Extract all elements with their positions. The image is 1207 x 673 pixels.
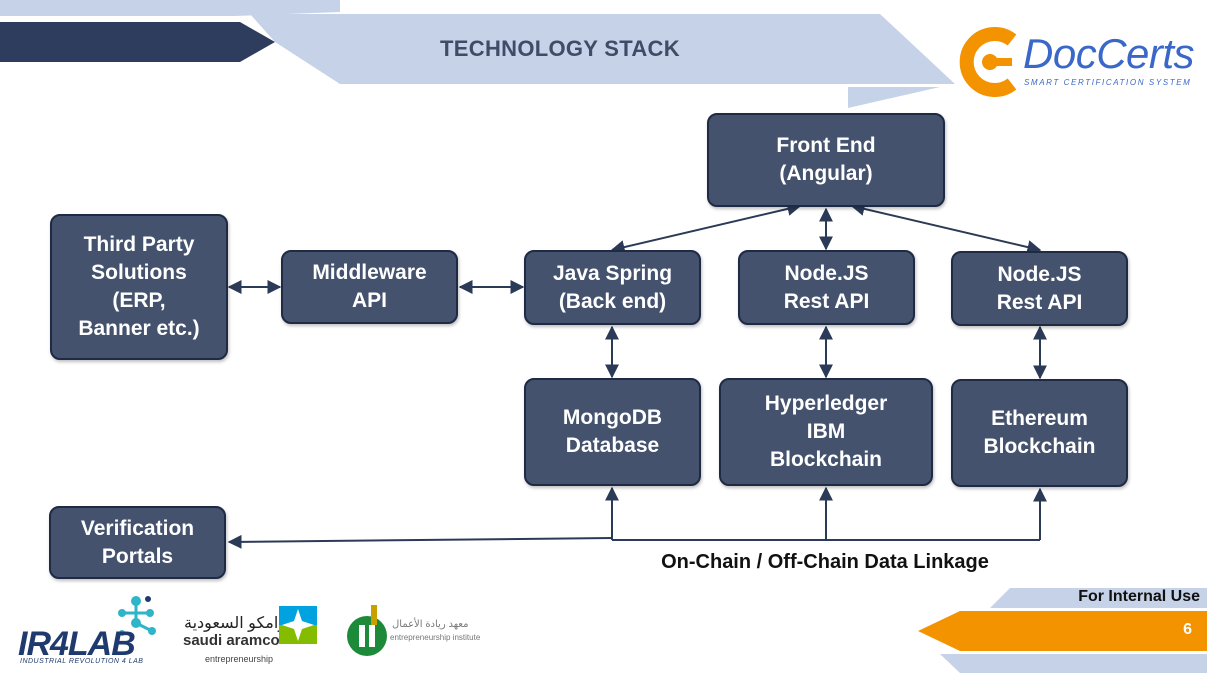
ei-logo-icon: [347, 605, 387, 656]
node-nodejs-2-label: Node.JS Rest API: [996, 262, 1083, 314]
footer-light-strip-bottom: [940, 654, 1207, 673]
linkage-caption: On-Chain / Off-Chain Data Linkage: [661, 551, 989, 573]
header-banner: [0, 0, 955, 108]
node-middleware-label: Middleware API: [312, 261, 427, 312]
edge-frontend-node2: [850, 202, 1042, 254]
footer-orange-arrow: [918, 611, 1207, 651]
node-verification-label: Verification Portals: [80, 516, 195, 568]
ir4lab-logo-text: IR4LAB: [18, 625, 136, 663]
aramco-subtitle: entrepreneurship: [205, 654, 274, 664]
page-title: TECHNOLOGY STACK: [440, 36, 680, 61]
ir4lab-molecule-icon: [118, 596, 156, 636]
footer-light-strip-top: [990, 588, 1207, 608]
ir4lab-tagline: INDUSTRIAL REVOLUTION 4 LAB: [20, 658, 144, 665]
banner-dark-ribbon: [0, 22, 275, 62]
node-java-spring-label: Java Spring (Back end): [552, 261, 673, 313]
aramco-arabic-text: أرامكو السعودية: [184, 615, 291, 632]
node-java-spring: Java Spring (Back end): [524, 250, 701, 325]
internal-use-note: For Internal Use: [1078, 588, 1200, 605]
node-mongodb-database: MongoDB Database: [524, 378, 701, 486]
page-number: 6: [1183, 621, 1192, 638]
banner-light-arrow: [250, 14, 955, 84]
ei-english-text: entrepreneurship institute: [390, 633, 481, 642]
aramco-star-icon: [279, 606, 317, 644]
node-verification-portals: Verification Portals: [49, 506, 226, 579]
node-hyperledger-label: Hyperledger IBM Blockchain: [764, 392, 888, 471]
doccerts-tagline: SMART CERTIFICATION SYSTEM: [1024, 78, 1192, 87]
node-front-end: Front End (Angular): [707, 113, 945, 207]
node-front-end-label: Front End (Angular): [776, 134, 876, 185]
banner-top-light-strip: [0, 0, 340, 16]
aramco-english-text: saudi aramco: [183, 632, 280, 649]
ei-arabic-text: معهد ريادة الأعمال: [392, 619, 469, 630]
node-ethereum-label: Ethereum Blockchain: [983, 407, 1096, 458]
node-third-party-solutions: Third Party Solutions (ERP, Banner etc.): [50, 214, 228, 360]
doccerts-c-logo-icon: [959, 27, 1017, 97]
banner-light-wedge: [848, 87, 940, 108]
node-third-party-label: Third Party Solutions (ERP, Banner etc.): [78, 233, 200, 340]
node-middleware-api: Middleware API: [281, 250, 458, 324]
node-ethereum-blockchain: Ethereum Blockchain: [951, 379, 1128, 487]
node-mongodb-label: MongoDB Database: [562, 406, 663, 457]
edge-frontend-java: [610, 202, 802, 254]
node-nodejs-rest-api-1: Node.JS Rest API: [738, 250, 915, 325]
doccerts-logo-text: DocCerts: [1023, 30, 1195, 77]
edge-verification-linkage: [227, 534, 613, 549]
node-nodejs-1-label: Node.JS Rest API: [783, 261, 870, 313]
node-nodejs-rest-api-2: Node.JS Rest API: [951, 251, 1128, 326]
node-hyperledger-ibm-blockchain: Hyperledger IBM Blockchain: [719, 378, 933, 486]
